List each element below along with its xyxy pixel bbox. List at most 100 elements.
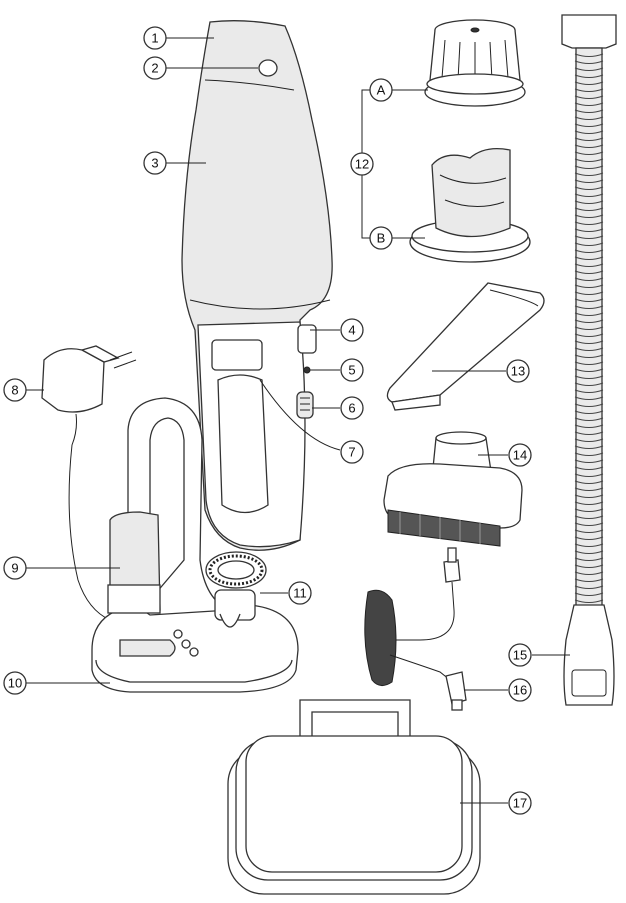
callout-A: A <box>369 78 393 102</box>
callout-3: 3 <box>143 151 167 175</box>
callout-8: 8 <box>3 378 27 402</box>
hose-rib <box>574 200 604 204</box>
hose-rib <box>574 557 604 561</box>
hose-rib <box>574 291 604 295</box>
hose-rib <box>574 452 604 456</box>
callout-label: 15 <box>513 648 527 663</box>
callout-label: 6 <box>348 401 355 416</box>
hose-rib <box>574 144 604 148</box>
callout-label: 17 <box>513 796 527 811</box>
handheld-vacuum <box>181 20 333 551</box>
callout-label: 2 <box>151 61 158 76</box>
hose-rib <box>574 158 604 162</box>
hose-rib <box>574 60 604 64</box>
hose-rib <box>574 130 604 134</box>
hose-rib <box>574 137 604 141</box>
callout-label: 12 <box>355 157 369 172</box>
callout-13: 13 <box>506 359 530 383</box>
hose-rib <box>574 515 604 519</box>
hose-rib <box>574 214 604 218</box>
hose-rib <box>574 305 604 309</box>
hose-rib <box>574 578 604 582</box>
hose-rib <box>574 249 604 253</box>
hose-rib <box>574 228 604 232</box>
callout-2: 2 <box>143 56 167 80</box>
hose-rib <box>574 501 604 505</box>
callout-11: 11 <box>288 581 312 605</box>
hose-rib <box>574 522 604 526</box>
hose-rib <box>574 480 604 484</box>
hose-rib <box>574 417 604 421</box>
hose-rib <box>574 53 604 57</box>
callout-label: 14 <box>513 448 527 463</box>
hose-rib <box>574 487 604 491</box>
hose-rib <box>574 102 604 106</box>
storage-bag <box>227 699 481 895</box>
hose-rib <box>574 312 604 316</box>
callout-label: 13 <box>511 364 525 379</box>
hose-rib <box>574 340 604 344</box>
hose-rib <box>574 410 604 414</box>
brush-tool <box>383 431 523 547</box>
hose-rib <box>574 263 604 267</box>
hose-rib <box>574 431 604 435</box>
callout-label: 8 <box>11 383 18 398</box>
filter-a <box>424 19 526 107</box>
hose-rib <box>574 564 604 568</box>
callout-1: 1 <box>143 26 167 50</box>
hose-rib <box>574 445 604 449</box>
callout-10: 10 <box>3 671 27 695</box>
hose-rib <box>574 123 604 127</box>
crevice-nozzle <box>386 282 545 411</box>
hose-rib <box>574 179 604 183</box>
hose-rib <box>574 333 604 337</box>
hose-rib <box>574 592 604 596</box>
hose-rib <box>574 424 604 428</box>
hose-rib <box>574 74 604 78</box>
callouts: 1 2 3 4 5 6 7 8 9 10 11 12 13 14 15 16 1… <box>3 26 532 815</box>
hose-rib <box>574 207 604 211</box>
hose-rib <box>574 109 604 113</box>
hose-rib <box>574 494 604 498</box>
callout-4: 4 <box>340 318 364 342</box>
callout-label: 4 <box>348 323 355 338</box>
callout-label: 10 <box>8 676 22 691</box>
hose-rib <box>574 347 604 351</box>
callout-14: 14 <box>508 443 532 467</box>
hose-rib <box>574 375 604 379</box>
hose-rib <box>574 326 604 330</box>
hose-rib <box>574 284 604 288</box>
car-charger-cord <box>364 547 467 711</box>
filter-b <box>409 147 531 263</box>
callout-label: B <box>377 231 386 246</box>
hose-rib <box>574 172 604 176</box>
hose-rib <box>574 403 604 407</box>
hose-rib <box>574 298 604 302</box>
hose-rib <box>574 95 604 99</box>
hose-rib <box>574 599 604 603</box>
hose-rib <box>574 193 604 197</box>
charging-base <box>91 397 299 693</box>
hose-rib <box>574 165 604 169</box>
hose-rib <box>574 235 604 239</box>
hose-rib <box>574 277 604 281</box>
hose-rib <box>574 438 604 442</box>
callout-label: 7 <box>348 445 355 460</box>
hose-rib <box>574 571 604 575</box>
hose-rib <box>574 585 604 589</box>
hose-rib <box>574 319 604 323</box>
callout-label: 11 <box>293 586 307 601</box>
hose-rib <box>574 368 604 372</box>
hose-rib <box>574 466 604 470</box>
hose-rib <box>574 459 604 463</box>
callout-label: A <box>377 83 386 98</box>
callout-17: 17 <box>508 791 532 815</box>
hose-rib <box>574 473 604 477</box>
hose-rib <box>574 81 604 85</box>
hose-rib <box>574 354 604 358</box>
hose-rib <box>574 396 604 400</box>
callout-B: B <box>369 226 393 250</box>
hose-rib <box>574 508 604 512</box>
callout-label: 3 <box>151 156 158 171</box>
